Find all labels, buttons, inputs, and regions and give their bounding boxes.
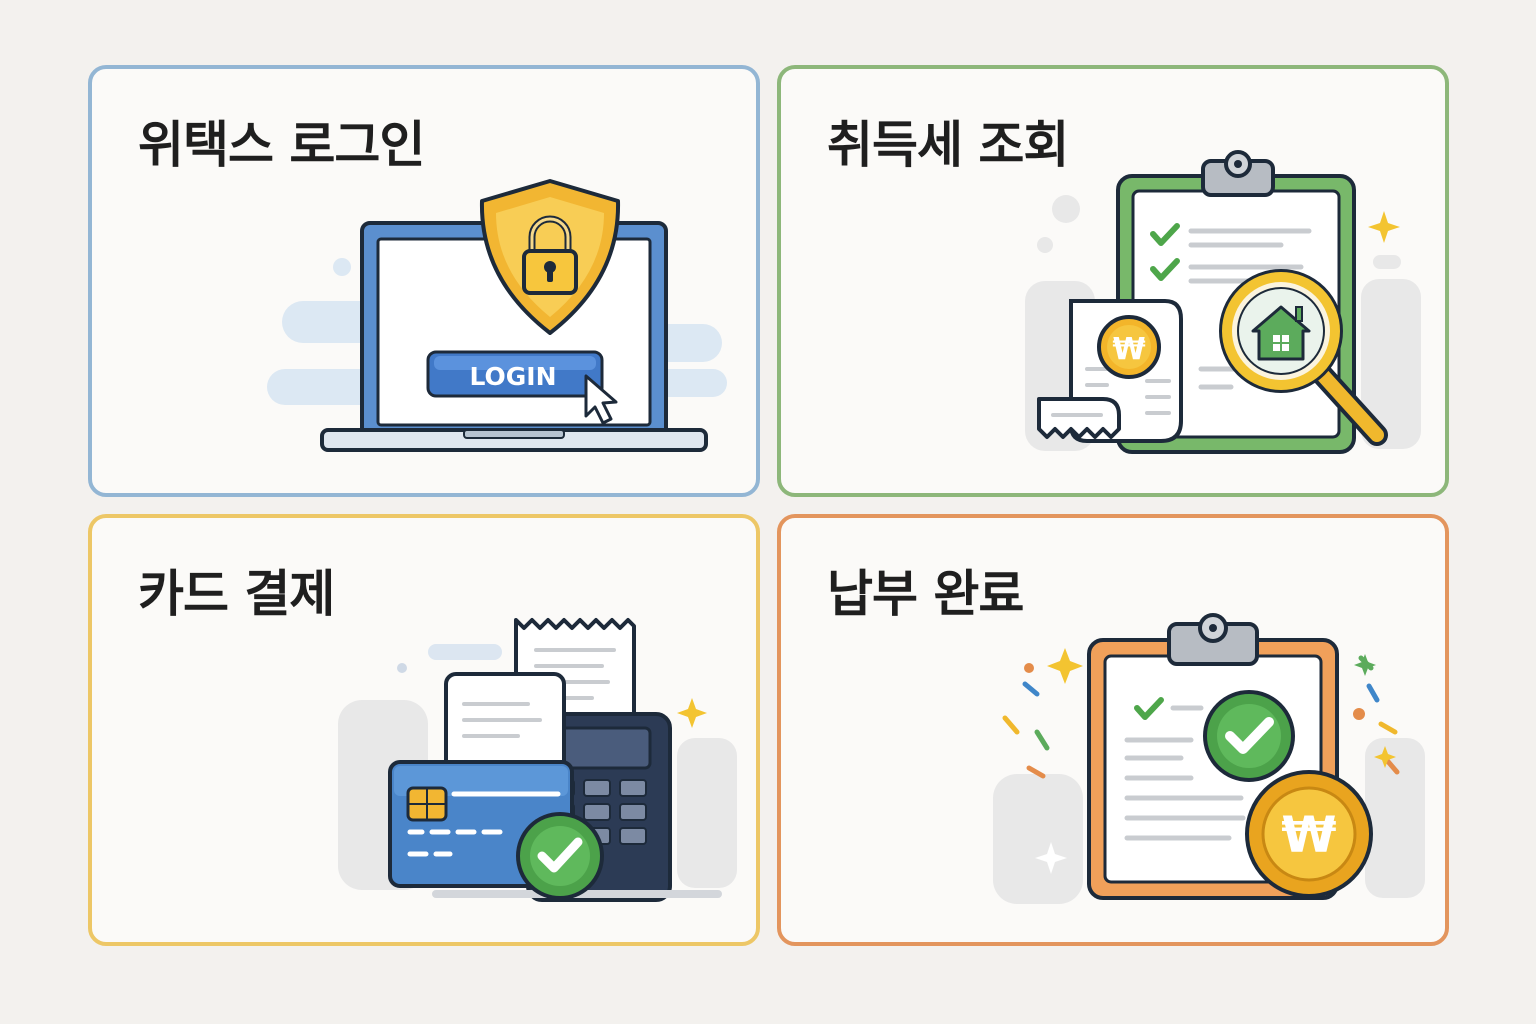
check-badge-icon	[1203, 690, 1295, 782]
receipt-icon	[444, 672, 566, 774]
shield-lock-icon	[479, 179, 621, 335]
card-title: 납부 완료	[827, 565, 1024, 623]
won-coin-icon: ₩	[1097, 315, 1161, 379]
sparkle-decoration	[677, 698, 707, 728]
cloud-decoration	[428, 644, 502, 660]
card-card-payment: 카드 결제	[88, 514, 760, 946]
won-symbol: ₩	[1281, 806, 1336, 864]
card-payment-illustration	[338, 618, 737, 902]
won-coin-icon: ₩	[1245, 770, 1373, 898]
won-symbol: ₩	[1112, 332, 1145, 367]
card-title: 카드 결제	[138, 565, 335, 623]
check-badge-icon	[516, 812, 604, 900]
sparkle-decoration	[1024, 648, 1396, 874]
cursor-icon	[584, 374, 618, 425]
card-payment-complete: 납부 완료	[777, 514, 1449, 946]
login-button-label: LOGIN	[469, 362, 556, 391]
magnifier-house-icon	[1219, 269, 1388, 446]
card-title: 위택스 로그인	[138, 116, 425, 174]
card-wetax-login: 위택스 로그인	[88, 65, 760, 497]
sparkle-decoration	[1368, 211, 1400, 243]
background-decoration	[993, 738, 1425, 904]
card-acquisition-tax-inquiry: 취득세 조회	[777, 65, 1449, 497]
card-title: 취득세 조회	[827, 116, 1069, 174]
login-illustration: LOGIN	[267, 179, 727, 452]
login-button[interactable]: LOGIN	[426, 350, 604, 398]
tax-inquiry-illustration: ₩	[1025, 150, 1421, 454]
payment-complete-illustration: ₩	[993, 613, 1425, 904]
